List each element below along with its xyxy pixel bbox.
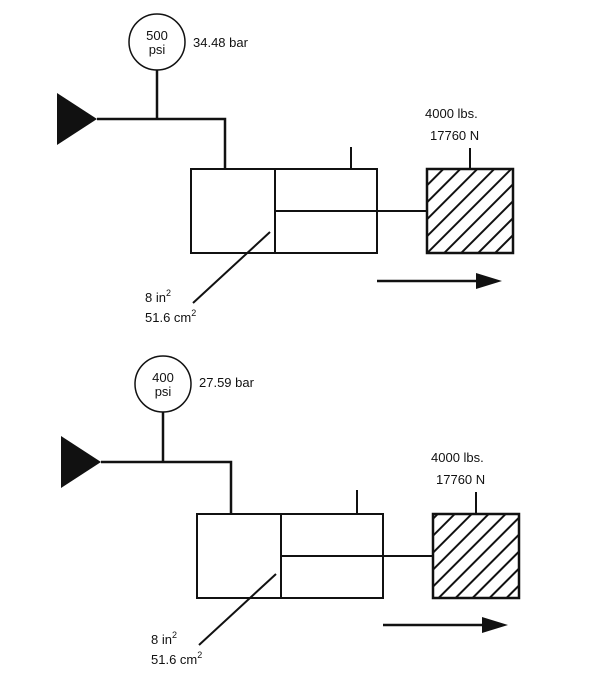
motion-arrow-head — [476, 273, 502, 289]
gauge-value: 400 — [152, 370, 174, 385]
pressure-bar-label: 27.59 bar — [199, 375, 255, 390]
pump-source-triangle — [57, 93, 97, 145]
area-cm-label: 51.6 cm2 — [151, 650, 202, 667]
load-block — [425, 167, 515, 255]
area-leader-line — [192, 231, 271, 304]
gauge-value: 500 — [146, 28, 168, 43]
load-newton-label: 17760 N — [430, 128, 479, 143]
area-in-label: 8 in2 — [145, 288, 171, 305]
pressure-gauge — [128, 13, 186, 71]
gauge-unit: psi — [149, 42, 166, 57]
panel-2: 400 psi 27.59 bar 4000 lbs. 17760 N 8 in… — [61, 355, 521, 667]
pump-source-triangle — [61, 436, 101, 488]
supply-line — [97, 117, 227, 169]
panel-1: 500 psi 34.48 bar 4000 lbs. 17760 N 8 in… — [57, 13, 515, 325]
area-leader-line — [198, 573, 277, 646]
load-block — [431, 512, 521, 600]
supply-line — [101, 460, 233, 514]
load-lbs-label: 4000 lbs. — [425, 106, 478, 121]
motion-arrow-head — [482, 617, 508, 633]
load-newton-label: 17760 N — [436, 472, 485, 487]
gauge-unit: psi — [155, 384, 172, 399]
area-cm-label: 51.6 cm2 — [145, 308, 196, 325]
load-lbs-label: 4000 lbs. — [431, 450, 484, 465]
pressure-gauge — [134, 355, 192, 413]
pressure-bar-label: 34.48 bar — [193, 35, 249, 50]
area-in-label: 8 in2 — [151, 630, 177, 647]
